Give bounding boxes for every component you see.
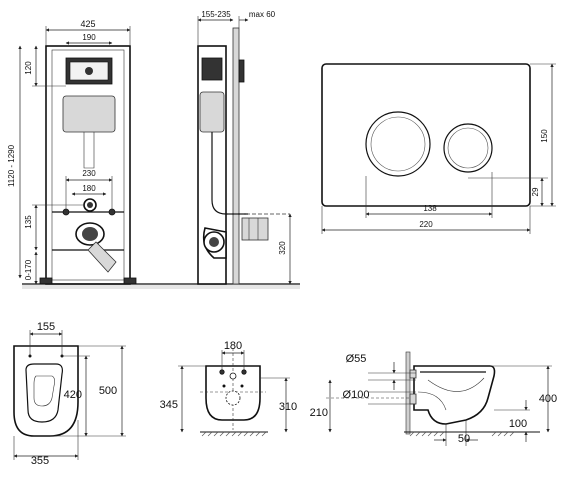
dim-bolt-spacing-2: 180 bbox=[82, 184, 96, 193]
dim-width-top: 190 bbox=[82, 33, 96, 42]
dim-side-drain-height: 320 bbox=[278, 241, 287, 255]
dim-floor-range: 0-170 bbox=[24, 259, 33, 280]
dim-bolt-spacing-1: 230 bbox=[82, 169, 96, 178]
dim-bowl-height: 400 bbox=[539, 393, 557, 405]
dim-depth-range: 155-235 bbox=[201, 10, 231, 19]
frame-side-view: 155-235 max 60 320 bbox=[197, 10, 292, 285]
bowl-side-view: Ø55 Ø100 210 400 100 50 bbox=[310, 351, 557, 446]
dim-back-bolt-spacing: 180 bbox=[224, 340, 242, 352]
dim-back-height-left: 345 bbox=[160, 399, 178, 411]
frame-front-view: 425 190 1120 - 1290 120 230 180 135 0-17… bbox=[7, 19, 300, 289]
bowl-opening bbox=[25, 363, 63, 423]
dim-bowl-depth: 500 bbox=[99, 385, 117, 397]
bowl-side-outline bbox=[413, 365, 496, 425]
dim-height-range: 1120 - 1290 bbox=[7, 144, 16, 187]
bowl-top-view: 155 500 420 355 bbox=[13, 321, 126, 467]
cistern bbox=[62, 95, 116, 133]
dim-bowl-bolt-spacing: 155 bbox=[37, 321, 55, 333]
dim-drain-height: 135 bbox=[24, 215, 33, 229]
dim-outlet-offset: 100 bbox=[509, 418, 527, 430]
dim-inlet-offset: 50 bbox=[458, 433, 470, 445]
flush-plate-view: 150 29 138 220 bbox=[321, 63, 556, 234]
outlet-connector bbox=[241, 217, 269, 241]
dim-bowl-width: 355 bbox=[31, 455, 49, 467]
dim-plate-height: 150 bbox=[540, 129, 549, 143]
bowl-back-view: 180 345 310 bbox=[160, 340, 297, 437]
dim-depth-max: max 60 bbox=[249, 10, 276, 19]
dim-outlet-height: 210 bbox=[310, 407, 328, 419]
dim-button-spacing: 138 bbox=[423, 204, 437, 213]
dim-bowl-to-bolts: 420 bbox=[64, 389, 82, 401]
flush-actuator bbox=[238, 59, 245, 83]
dim-inlet-diameter: Ø55 bbox=[346, 353, 367, 365]
dim-height-top: 120 bbox=[24, 61, 33, 75]
wall bbox=[232, 27, 240, 285]
dim-outlet-diameter: Ø100 bbox=[343, 389, 370, 401]
dim-width-total: 425 bbox=[80, 19, 95, 29]
side-wall bbox=[405, 351, 411, 435]
dim-button-offset: 29 bbox=[531, 187, 540, 196]
dim-back-height-right: 310 bbox=[279, 401, 297, 413]
dim-plate-width: 220 bbox=[419, 220, 433, 229]
